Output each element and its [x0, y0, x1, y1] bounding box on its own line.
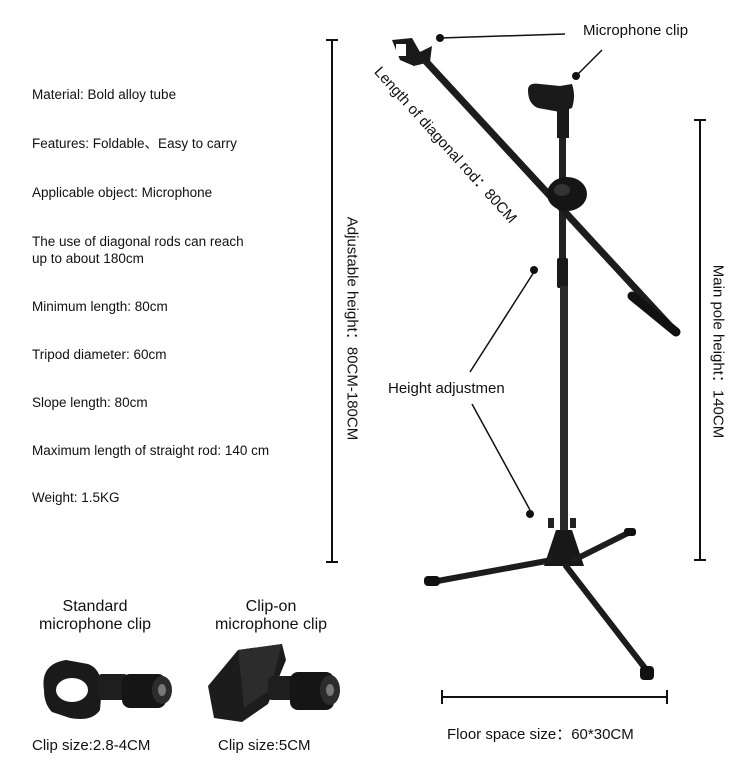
callout-height-adjustment [469, 271, 535, 511]
microphone-stand [392, 38, 681, 680]
spec-weight: Weight: 1.5KG [32, 490, 120, 505]
callout-dot [436, 34, 444, 42]
callout-dot [530, 266, 538, 274]
clipon-clip-image [208, 644, 340, 722]
adjustable-height-bracket [326, 39, 338, 563]
callout-dot [526, 510, 534, 518]
height-adjustment-label: Height adjustmen [388, 380, 505, 397]
spec-diagonal-reach: The use of diagonal rods can reach up to… [32, 234, 244, 266]
spec-applicable-object: Applicable object: Microphone [32, 185, 213, 200]
floor-space-bracket [441, 690, 668, 704]
callout-dot [572, 72, 580, 80]
microphone-clip-label: Microphone clip [583, 22, 689, 39]
standard-clip-image [43, 660, 172, 719]
spec-max-straight-rod: Maximum length of straight rod: 140 cm [32, 443, 270, 458]
spec-features: Features: Foldable、Easy to carry [32, 136, 237, 151]
clipon-clip-title: Clip-on microphone clip [214, 598, 328, 633]
main-pole-bracket [694, 119, 706, 561]
standard-clip-title: Standard microphone clip [38, 598, 152, 633]
spec-tripod-diameter: Tripod diameter: 60cm [32, 347, 167, 362]
spec-material: Material: Bold alloy tube [32, 87, 177, 102]
callout-microphone-clip [439, 33, 603, 77]
floor-space-label: Floor space size：60*30CM [447, 726, 634, 743]
spec-slope-length: Slope length: 80cm [32, 395, 148, 410]
main-pole-label: Main pole height：140CM [709, 264, 727, 439]
clipon-clip-size: Clip size:5CM [218, 737, 311, 754]
standard-clip-size: Clip size:2.8-4CM [32, 737, 151, 754]
adjustable-height-label: Adjustable height：80CM-180CM [343, 216, 361, 441]
spec-minimum-length: Minimum length: 80cm [32, 299, 168, 314]
